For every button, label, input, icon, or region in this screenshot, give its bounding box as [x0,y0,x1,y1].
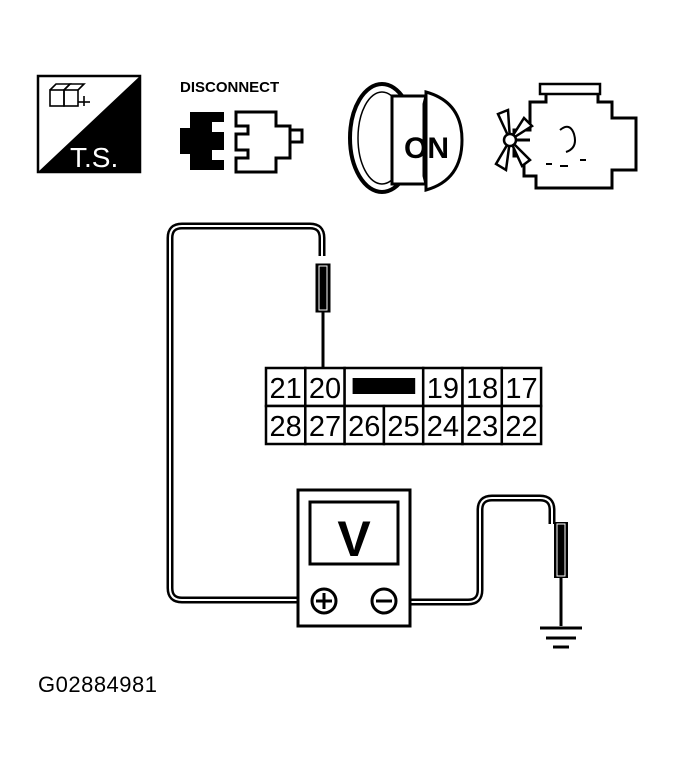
ground-probe [554,522,568,626]
ignition-on-label: ON [404,132,449,165]
connector-pin-label: 26 [348,411,380,443]
connector-pin-cell [382,404,425,446]
connector-pin-label: 24 [427,411,459,443]
connector-pin-label: 23 [466,411,498,443]
connector-pin-label: 27 [309,411,341,443]
connector-pin-label: 22 [505,411,537,443]
ignition-key-icon: ON [348,82,464,194]
figure-id: G02884981 [38,672,158,697]
voltmeter: V [296,488,412,628]
ground-symbol [540,626,582,649]
connector-pin-cell [500,404,543,446]
positive-probe [315,263,331,372]
disconnect-label: DISCONNECT [180,79,279,96]
connector-pin-label: 25 [387,411,419,443]
connector-pin-label: 17 [505,373,537,405]
connector-pin-label: 19 [427,373,459,405]
connector-pin-cell [421,404,464,446]
engine-icon [494,82,638,190]
ts-label: T.S. [70,142,118,173]
connector-pin-label: 20 [309,373,341,405]
test-wires [166,222,556,606]
connector-pin-cell [304,404,346,446]
connector-pin-cell [264,404,307,446]
connector-pin-label: 28 [270,411,302,443]
connector-pin-label: 18 [466,373,498,405]
connector-pin-label: 21 [270,373,302,405]
ts-icon: T.S. [36,74,142,174]
connector-key-bar [352,378,416,394]
disconnect-icon: DISCONNECT [180,79,304,174]
connector-pin-cell [304,366,346,408]
connector-pin-cell [461,404,504,446]
voltmeter-label: V [337,511,371,567]
